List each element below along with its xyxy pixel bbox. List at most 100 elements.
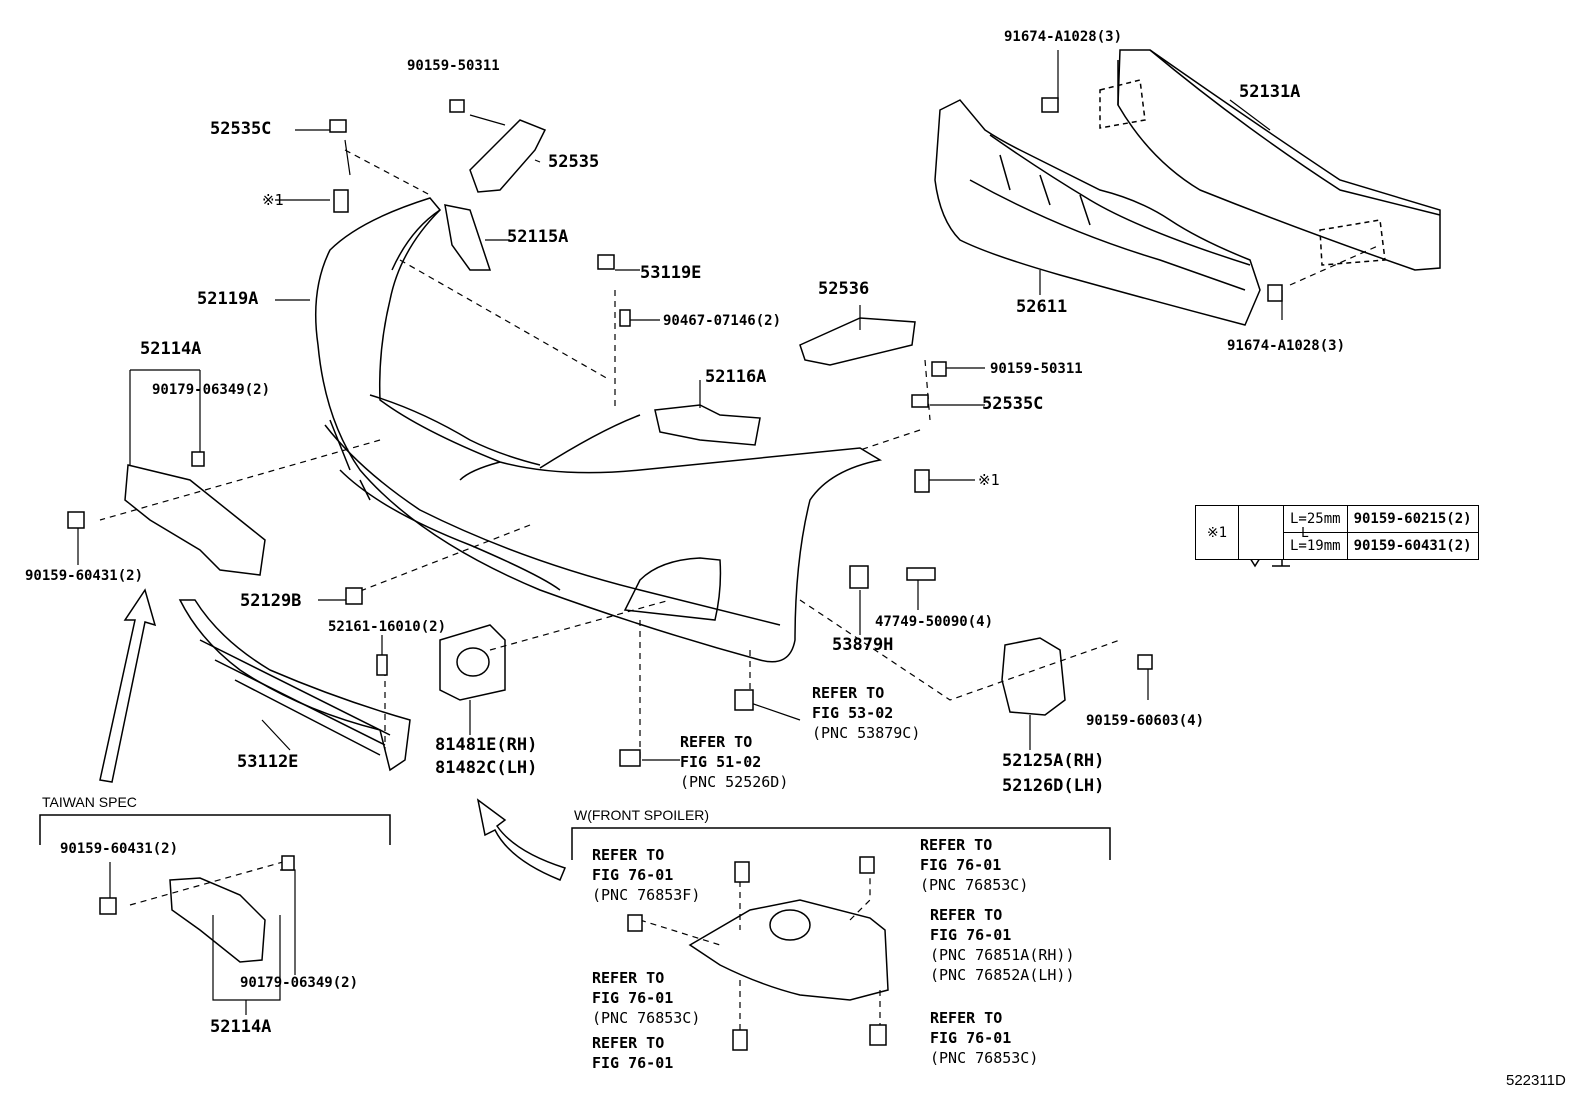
bolt-icon <box>1267 284 1283 302</box>
part-label-52125A: 52125A(RH) <box>1002 751 1105 771</box>
part-label-91674-A1028: 91674-A1028(3) <box>1004 29 1123 45</box>
bolt-icon <box>449 99 465 113</box>
taiwan-bracket-drawing <box>169 877 266 963</box>
refer-fig: FIG 76-01 <box>930 926 1012 944</box>
bracket-52535-drawing <box>469 119 547 193</box>
diagram-code: 522311D <box>1506 1072 1566 1089</box>
refer-fig: FIG 76-01 <box>592 1054 674 1072</box>
front-spoiler-drawing <box>688 899 889 1001</box>
bracket-52115A-drawing <box>444 204 492 271</box>
pin-icon <box>597 254 615 270</box>
part-label-52114A-tw: 52114A <box>210 1017 272 1037</box>
spec-table: ※1 L L=25mm 90159-60215(2) L=19mm 90159-… <box>1195 505 1479 560</box>
bolt-icon <box>99 897 117 915</box>
spec-length: L=19mm <box>1283 532 1348 560</box>
assembly-lines <box>99 149 1381 1040</box>
refer-fig: FIG 76-01 <box>930 1029 1012 1047</box>
absorber-52611-drawing <box>934 99 1261 326</box>
part-label-52611: 52611 <box>1016 297 1068 317</box>
fog-cover-81481E-drawing <box>439 624 506 701</box>
part-label-90179-06349-tw: 90179-06349(2) <box>240 975 359 991</box>
clip-icon <box>376 654 388 676</box>
nut-icon <box>281 855 295 871</box>
refer-pnc: (PNC 53879C) <box>812 724 921 742</box>
clip-icon <box>849 565 869 589</box>
refer-note-76853F: REFER TO FIG 76-01 (PNC 76853F) <box>592 845 700 905</box>
refer-pnc: (PNC 76852A(LH)) <box>930 966 1075 984</box>
refer-line: REFER TO <box>592 1034 665 1052</box>
clip-icon <box>734 689 754 711</box>
taiwan-spec-title: TAIWAN SPEC <box>42 794 137 810</box>
front-spoiler-title: W(FRONT SPOILER) <box>574 807 710 823</box>
bracket-52536-drawing <box>799 317 916 366</box>
license-bracket-52114A-drawing <box>124 464 266 576</box>
part-label-91674-A1028-b: 91674-A1028(3) <box>1227 338 1346 354</box>
refer-line: REFER TO <box>680 733 753 751</box>
table-row: L=19mm 90159-60431(2) <box>1196 532 1479 560</box>
refer-note-76-bottom: REFER TO FIG 76-01 <box>592 1033 673 1073</box>
part-label-90467-07146: 90467-07146(2) <box>663 313 782 329</box>
refer-note-76853C-left: REFER TO FIG 76-01 (PNC 76853C) <box>592 968 700 1028</box>
part-label-53112E: 53112E <box>237 752 299 772</box>
fog-bracket-52125A-drawing <box>1001 637 1066 716</box>
bumper-cover-drawing <box>314 197 883 663</box>
front-spoiler-bracket <box>571 827 1111 860</box>
refer-note-76851A: REFER TO FIG 76-01 (PNC 76851A(RH)) (PNC… <box>930 905 1075 985</box>
refer-line: REFER TO <box>930 906 1003 924</box>
part-label-52115A: 52115A <box>507 227 569 247</box>
clip-icon <box>869 1024 887 1046</box>
refer-note-76853C-top: REFER TO FIG 76-01 (PNC 76853C) <box>920 835 1028 895</box>
refer-pnc: (PNC 76853C) <box>592 1009 701 1027</box>
part-label-90159-60431-tw: 90159-60431(2) <box>60 841 179 857</box>
clip-icon <box>734 861 750 883</box>
part-label-47749-50090: 47749-50090(4) <box>875 614 994 630</box>
clip-icon <box>732 1029 748 1051</box>
bolt-icon <box>931 361 947 377</box>
clip-icon <box>329 119 347 133</box>
spec-symbol: ※1 <box>1195 505 1239 560</box>
spec-length: L=25mm <box>1283 505 1348 533</box>
clip-icon <box>627 914 643 932</box>
spec-length-symbol: L <box>1301 525 1309 541</box>
refer-pnc: (PNC 52526D) <box>680 773 789 791</box>
bolt-icon <box>914 469 930 493</box>
part-label-52535C: 52535C <box>210 119 272 139</box>
part-label-52119A: 52119A <box>197 289 259 309</box>
taiwan-arrow <box>99 588 157 783</box>
spec-figure: L <box>1238 505 1309 560</box>
part-label-52161-16010: 52161-16010(2) <box>328 619 447 635</box>
part-label-81481E: 81481E(RH) <box>435 735 538 755</box>
bolt-icon <box>333 189 349 213</box>
part-label-90159-60603: 90159-60603(4) <box>1086 713 1205 729</box>
part-label-90159-50311-b: 90159-50311 <box>990 361 1083 377</box>
refer-fig: FIG 76-01 <box>592 866 674 884</box>
refer-pnc: (PNC 76851A(RH)) <box>930 946 1075 964</box>
part-label-52535: 52535 <box>548 152 600 172</box>
part-label-81482C: 81482C(LH) <box>435 758 538 778</box>
part-label-52131A: 52131A <box>1239 82 1301 102</box>
refer-line: REFER TO <box>812 684 885 702</box>
refer-line: REFER TO <box>920 836 993 854</box>
clip-icon <box>906 567 936 581</box>
refer-note-76853C-bot: REFER TO FIG 76-01 (PNC 76853C) <box>930 1008 1038 1068</box>
part-label-52129B: 52129B <box>240 591 302 611</box>
refer-note-51-02: REFER TO FIG 51-02 (PNC 52526D) <box>680 732 788 792</box>
part-label-53119E: 53119E <box>640 263 702 283</box>
nut-icon <box>191 451 205 467</box>
note1-label-b: ※1 <box>978 471 1000 489</box>
bolt-icon <box>1137 654 1153 670</box>
spec-part-number: 90159-60215(2) <box>1346 505 1479 533</box>
clip-icon <box>619 309 631 327</box>
refer-note-53-02: REFER TO FIG 53-02 (PNC 53879C) <box>812 683 920 743</box>
bolt-icon <box>67 511 85 529</box>
grille-53112E-drawing <box>178 599 411 772</box>
refer-pnc: (PNC 76853F) <box>592 886 701 904</box>
taiwan-spec-bracket <box>39 814 391 845</box>
part-label-90159-60431: 90159-60431(2) <box>25 568 144 584</box>
clip-icon <box>619 749 641 767</box>
spoiler-arrow <box>476 798 567 881</box>
clip-icon <box>859 856 875 874</box>
note1-label: ※1 <box>262 191 284 209</box>
reinforcement-52131A-drawing <box>1099 49 1441 271</box>
